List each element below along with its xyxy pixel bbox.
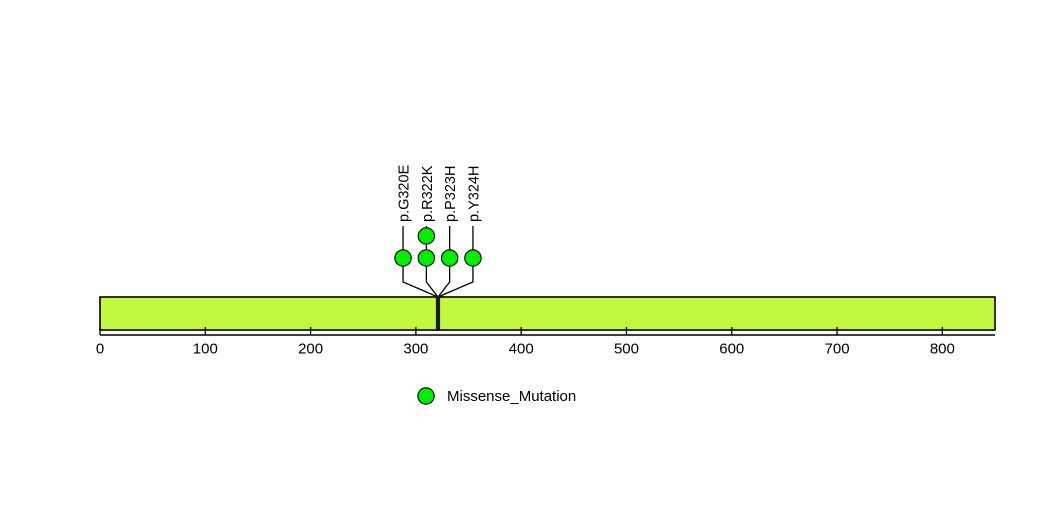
legend-marker-icon — [417, 387, 435, 405]
x-axis-tick-label: 100 — [193, 340, 218, 357]
mutation-label: p.P323H — [443, 166, 459, 222]
mutation-dots-group[interactable] — [394, 227, 482, 267]
mutation-dot[interactable] — [440, 249, 459, 267]
legend-label[interactable]: Missense_Mutation — [447, 388, 576, 405]
mutation-dot[interactable] — [417, 227, 436, 245]
mutation-label: p.G320E — [397, 164, 413, 222]
x-axis-tick-label: 0 — [96, 340, 104, 357]
mutation-label: p.R322K — [420, 165, 436, 222]
mutation-dot[interactable] — [464, 249, 482, 267]
mutation-label: p.Y324H — [466, 166, 482, 222]
protein-domain-bar-group — [99, 296, 996, 331]
mutation-labels-group: p.G320E p.R322K p.P323H p.Y324H — [397, 164, 483, 222]
x-axis-tick-label: 500 — [614, 340, 639, 357]
legend-group[interactable]: Missense_Mutation — [417, 387, 576, 405]
mutation-dot[interactable] — [417, 249, 436, 267]
x-axis-tick-label: 800 — [930, 340, 955, 357]
x-axis-tick-label: 400 — [509, 340, 534, 357]
x-axis-tick-label: 700 — [825, 340, 850, 357]
x-axis-tick-label: 200 — [298, 340, 323, 357]
protein-backbone-bar — [99, 296, 996, 331]
x-axis-tick-label: 600 — [719, 340, 744, 357]
mutation-dot[interactable] — [394, 249, 412, 267]
x-axis-tick-label: 300 — [403, 340, 428, 357]
x-axis-group: 0 100 200 300 400 500 600 700 800 — [96, 327, 995, 357]
